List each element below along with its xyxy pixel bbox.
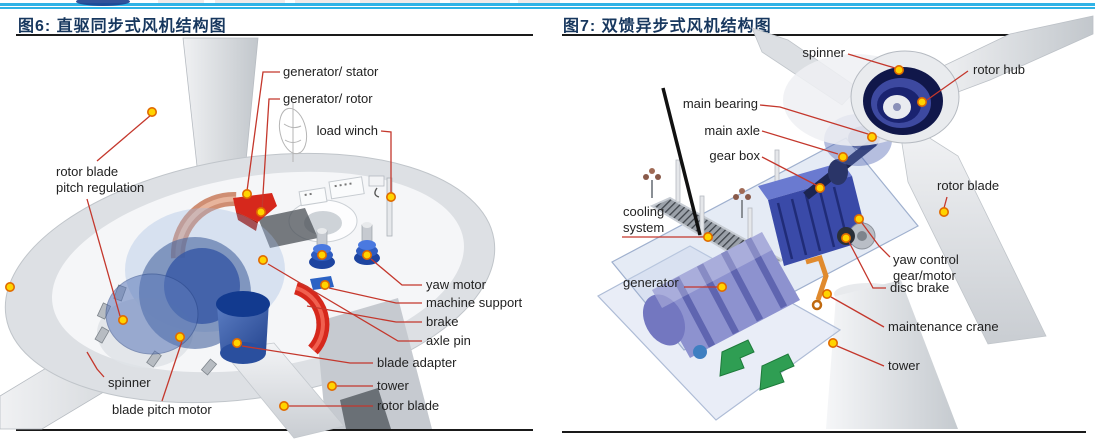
brake-band-red-hl [295, 286, 325, 352]
top-rule-upper [0, 3, 1095, 6]
load-winch-graphic [368, 175, 393, 237]
left-label-brake: brake [426, 314, 459, 329]
left-label-blade-adapter: blade adapter [377, 355, 457, 370]
right-label-spinner: spinner [802, 45, 845, 60]
right-label-tower: tower [888, 358, 920, 373]
right-label-main-bearing: main bearing [682, 96, 758, 111]
generator-graphic [642, 232, 800, 359]
wind-vane-sketch [278, 103, 308, 162]
right-label-rotor-blade: rotor blade [937, 178, 1000, 193]
anemometer-graphic-1 [643, 168, 661, 198]
right-tower-graphic [826, 280, 958, 429]
blade-down-right-graphic [897, 117, 1047, 345]
right-label-gear-box: gear box [709, 148, 760, 163]
left-diagram [0, 37, 496, 439]
left-leader-lines [86, 71, 422, 407]
figure6-bottom-rule [16, 429, 533, 431]
maintenance-crane-graphic [805, 254, 829, 311]
generator-stator-bracket-red [233, 193, 277, 231]
generator-opening-shade [258, 208, 318, 248]
right-label-generator: generator [623, 275, 679, 290]
left-label-machine-support: machine support [426, 295, 523, 310]
right-diagram [597, 15, 1094, 429]
left-tower-shade [340, 388, 391, 429]
control-cabinets-graphic [298, 176, 365, 207]
right-label-rotor-hub: rotor hub [973, 62, 1026, 77]
left-label-load-winch: load winch [316, 123, 378, 138]
figure6-title: 图6: 直驱同步式风机结构图 [18, 18, 227, 35]
left-label-spinner: spinner [108, 375, 151, 390]
rotor-hub-graphic [850, 50, 960, 144]
left-label-rotor-blade: rotor blade [377, 398, 440, 413]
right-label-main-axle: main axle [704, 123, 760, 138]
top-rule-lower [0, 7, 1095, 9]
figure7-title-underline [562, 34, 1086, 36]
left-marker-dots [5, 107, 396, 411]
left-label-tower: tower [377, 378, 409, 393]
left-label-axle-pin: axle pin [426, 333, 471, 348]
blade-adapter-graphic [216, 291, 270, 364]
right-label-maintenance-crane: maintenance crane [888, 319, 999, 334]
right-leader-lines [622, 53, 969, 367]
blade-up-right-graphic [934, 15, 1094, 99]
rail-green-graphic [719, 339, 795, 391]
right-label-yaw-control-gear-motor: yaw control gear/motor [893, 252, 959, 283]
anemometer-mast [661, 87, 702, 236]
anemometer-graphic-2 [733, 188, 751, 218]
figure7-title: 图7: 双馈异步式风机结构图 [563, 18, 772, 35]
right-label-cooling-system: cooling system [623, 204, 665, 235]
left-label-rotor-blade-pitch-regulation: rotor blade pitch regulation [56, 164, 145, 195]
instrument-posts [675, 149, 780, 249]
figure6-title-underline [16, 34, 533, 36]
left-label-yaw-motor: yaw motor [426, 277, 486, 292]
header-logo-ghost [76, 0, 560, 6]
left-label-generator-stator: generator/ stator [283, 64, 379, 79]
right-label-disc-brake: disc brake [890, 280, 950, 295]
figure7-bottom-rule [562, 431, 1086, 433]
right-marker-dots [702, 65, 949, 348]
left-label-generator-rotor: generator/ rotor [283, 91, 373, 106]
left-label-blade-pitch-motor: blade pitch motor [112, 402, 212, 417]
hub-flange-blue [105, 273, 199, 355]
axle-coupling [828, 159, 848, 185]
left-tower-graphic [316, 298, 432, 429]
